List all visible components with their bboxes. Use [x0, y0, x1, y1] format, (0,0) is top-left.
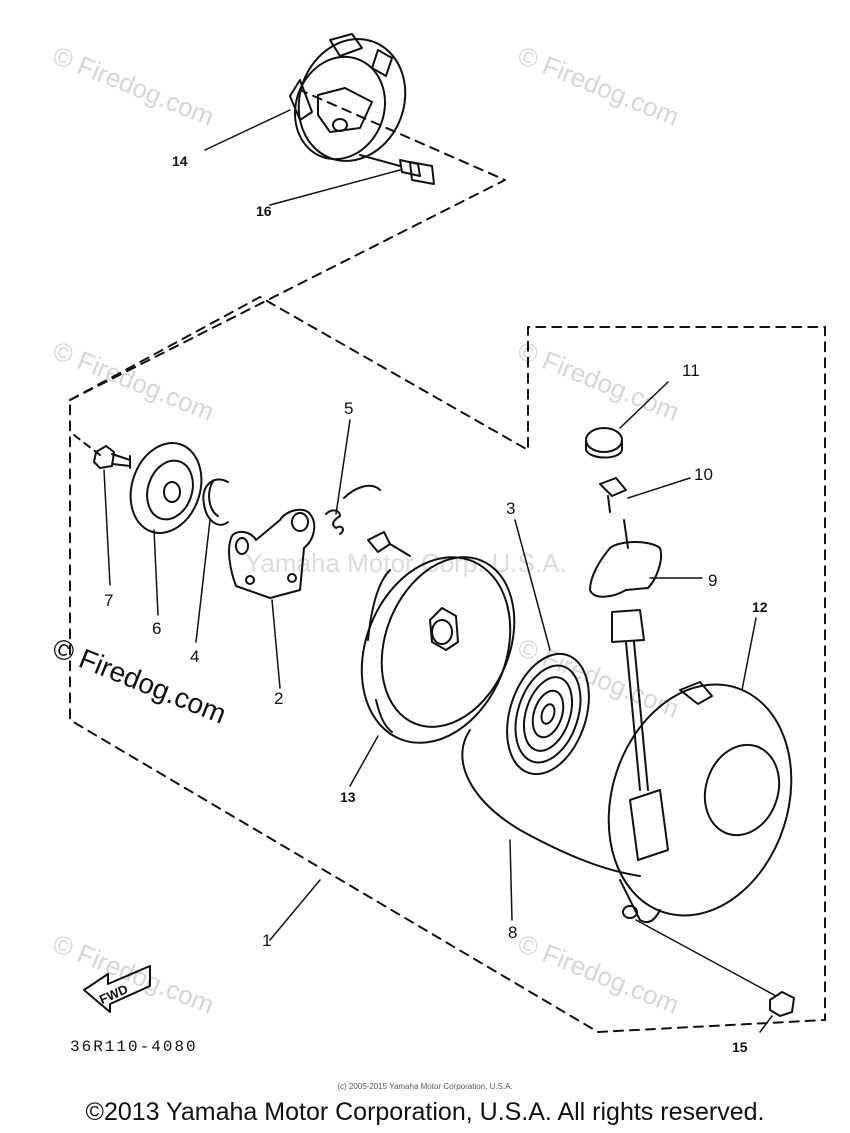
callout-1: 1 — [262, 931, 272, 950]
leader-13 — [349, 735, 379, 787]
plate-part-6 — [129, 442, 203, 534]
leader-2 — [271, 599, 281, 689]
starter-case-part-12 — [607, 681, 793, 924]
spring-clip-part-4 — [202, 478, 229, 526]
copyright: ©2013 Yamaha Motor Corporation, U.S.A. A… — [85, 1098, 765, 1126]
bolt-part-7 — [93, 445, 131, 469]
leader-14 — [204, 109, 291, 151]
callout-16: 16 — [256, 203, 272, 219]
leader-3 — [514, 519, 551, 651]
leader-6 — [153, 529, 159, 616]
fwd-arrow — [83, 965, 151, 1013]
leader-4 — [195, 519, 211, 643]
leader-8 — [509, 839, 513, 921]
leader-1 — [269, 879, 321, 941]
handle-part-9 — [589, 519, 662, 791]
reel-screw — [367, 531, 411, 557]
callout-12: 12 — [752, 599, 768, 615]
callout-4: 4 — [190, 647, 200, 666]
leader-10 — [627, 477, 691, 499]
callout-7: 7 — [104, 591, 114, 610]
callout-2: 2 — [274, 689, 284, 708]
recoil-spring-part-3 — [506, 652, 590, 776]
leader-15 — [635, 919, 777, 997]
small-copyright: (c) 2005-2015 Yamaha Motor Corporation, … — [337, 1082, 513, 1091]
callout-14: 14 — [172, 153, 188, 169]
leader-16 — [269, 169, 401, 206]
reel-part-13 — [360, 556, 516, 744]
part-number: 36R110-4080 — [70, 1038, 198, 1056]
assembly-outline-upper — [69, 89, 506, 401]
callout-8: 8 — [508, 923, 518, 942]
starter-rope-part-8 — [461, 729, 641, 877]
ratchet-arm-part-2 — [228, 508, 316, 599]
leader-15b — [759, 1015, 773, 1033]
assembly-outline — [69, 296, 826, 1033]
leader-11 — [619, 381, 669, 429]
callout-10: 10 — [694, 465, 713, 484]
callout-9: 9 — [708, 571, 718, 590]
callout-13: 13 — [340, 789, 356, 805]
callout-3: 3 — [506, 499, 516, 518]
leader-7 — [103, 469, 111, 586]
leader-12 — [741, 617, 757, 691]
bolt-part-16 — [359, 154, 435, 185]
rope-fitting-part-10 — [599, 477, 627, 513]
callout-11: 11 — [682, 361, 700, 380]
bolt-part-15 — [769, 991, 795, 1017]
drive-plate-part-14 — [289, 33, 407, 162]
callout-6: 6 — [152, 619, 162, 638]
spring-part-5 — [325, 484, 381, 535]
leader-5 — [335, 419, 351, 515]
callout-5: 5 — [344, 399, 354, 418]
callout-15: 15 — [732, 1039, 748, 1055]
cap-part-11 — [585, 427, 623, 459]
